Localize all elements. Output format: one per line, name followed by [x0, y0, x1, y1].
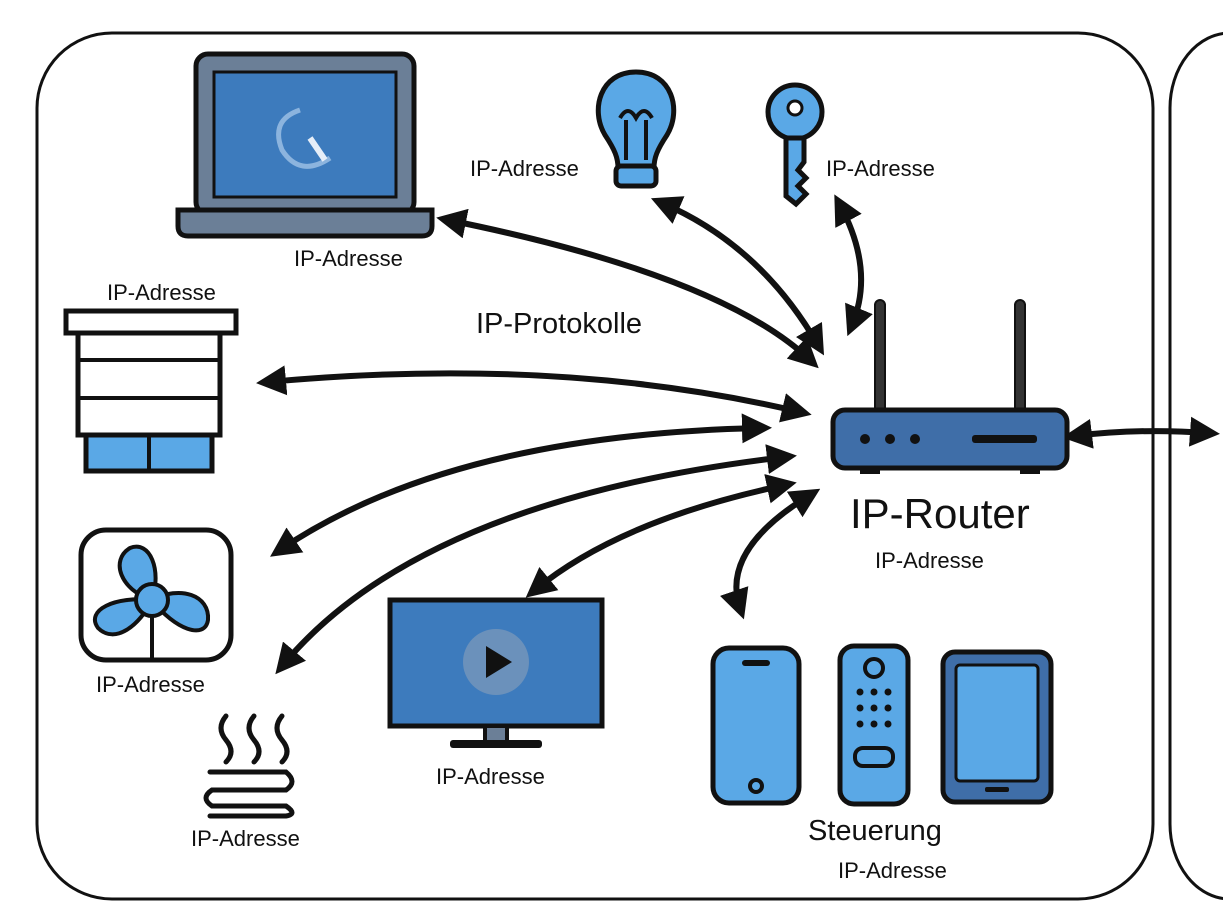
arrow-bulb-router — [650, 196, 825, 356]
arrow-control-router — [719, 488, 821, 620]
key-ip-label: IP-Adresse — [826, 156, 935, 181]
key-icon — [765, 82, 825, 208]
arrow-heating-router — [275, 444, 797, 675]
router-title: IP-Router — [850, 490, 1030, 537]
router-icon — [830, 299, 1070, 474]
tablet-icon — [940, 649, 1054, 805]
tv-ip-label: IP-Adresse — [436, 764, 545, 789]
arrow-router-external — [1062, 416, 1220, 449]
heating-icon — [203, 713, 295, 819]
router-ip-label: IP-Adresse — [875, 548, 984, 573]
control-title: Steuerung — [808, 815, 942, 847]
bulb-ip-label: IP-Adresse — [470, 156, 579, 181]
remote-control-icon — [837, 643, 911, 807]
arrow-key-router — [834, 194, 873, 337]
tv-icon — [387, 597, 605, 748]
blinds-ip-label: IP-Adresse — [107, 280, 216, 305]
arrow-blinds-router — [256, 365, 812, 423]
blinds-icon — [63, 308, 239, 474]
external-network-frame — [1168, 32, 1223, 900]
protocols-label: IP-Protokolle — [476, 308, 643, 340]
heating-ip-label: IP-Adresse — [191, 826, 300, 851]
fan-icon — [78, 527, 234, 663]
fan-ip-label: IP-Adresse — [96, 672, 205, 697]
light-bulb-icon — [595, 69, 677, 189]
laptop-icon — [175, 51, 435, 239]
control-ip-label: IP-Adresse — [838, 858, 947, 883]
smartphone-icon — [710, 645, 802, 806]
laptop-ip-label: IP-Adresse — [294, 246, 403, 271]
